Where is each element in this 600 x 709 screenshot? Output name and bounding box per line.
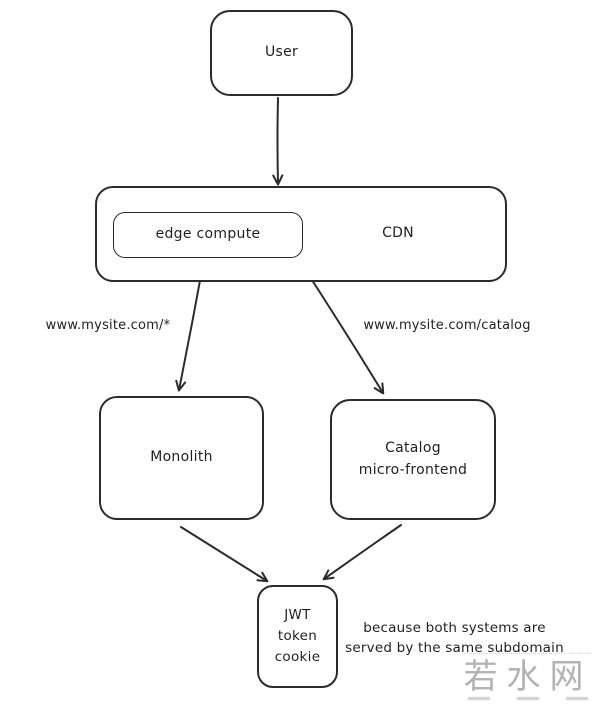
jwt-node-label-line-3: cookie <box>274 648 321 665</box>
jwt-node-label-line-2: token <box>277 628 318 645</box>
annotation-line-2: served by the same subdomain <box>345 639 564 656</box>
watermark: 若水网 <box>458 653 598 700</box>
user-node: User <box>210 10 353 96</box>
watermark-subtext <box>458 694 598 700</box>
catalog-route-label: www.mysite.com/catalog <box>363 318 531 333</box>
user-node-label: User <box>264 44 299 61</box>
jwt-node-label-line-1: JWT <box>284 607 311 624</box>
watermark-dotted-line <box>464 653 592 658</box>
annotation-note: because both systems are served by the s… <box>342 619 567 658</box>
monolith-route-label: www.mysite.com/* <box>45 318 171 333</box>
catalog-node-label-line-2: micro-frontend <box>358 461 468 478</box>
cdn-node <box>95 186 507 282</box>
arrow-monolith-to-jwt <box>180 526 269 583</box>
watermark-text: 若水网 <box>463 657 593 697</box>
arrow-catalog-to-jwt <box>322 524 402 581</box>
annotation-line-1: because both systems are <box>363 620 546 636</box>
catalog-micro-frontend-node: Catalog micro-frontend <box>330 399 496 520</box>
edge-compute-node-label: edge compute <box>155 226 261 243</box>
arrow-user-to-cdn <box>272 97 284 186</box>
edge-compute-node: edge compute <box>113 212 303 258</box>
catalog-node-label-line-1: Catalog <box>385 439 441 456</box>
monolith-node: Monolith <box>99 396 264 520</box>
monolith-node-label: Monolith <box>150 449 213 466</box>
jwt-token-cookie-node: JWT token cookie <box>257 585 338 688</box>
cdn-node-label: CDN <box>382 225 414 241</box>
